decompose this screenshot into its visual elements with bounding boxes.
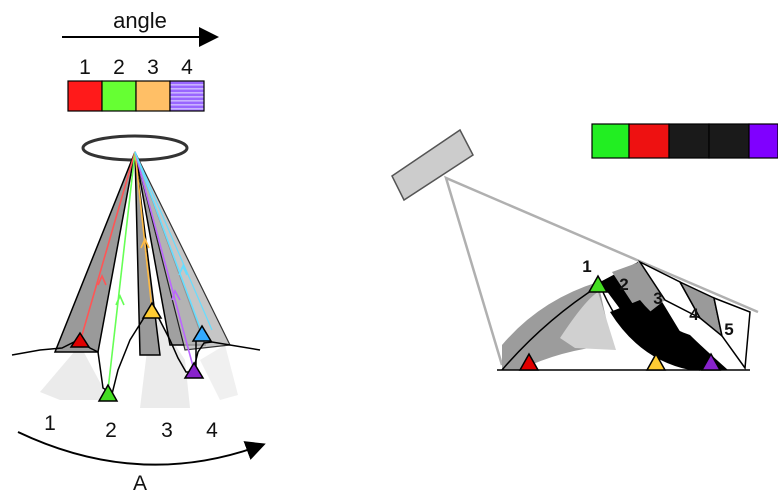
beam-1 bbox=[53, 151, 136, 353]
arc-label-a: A bbox=[133, 472, 147, 495]
bottom-label-1: 1 bbox=[44, 412, 56, 435]
target-purple bbox=[183, 361, 205, 379]
ray-cyan-2 bbox=[134, 151, 213, 331]
ray-red bbox=[79, 151, 136, 343]
ray-cyan-arrow bbox=[178, 264, 188, 276]
ray-orange bbox=[134, 151, 153, 311]
ray-purple bbox=[134, 151, 195, 371]
target-green bbox=[97, 383, 119, 402]
bar-swatch-red bbox=[628, 123, 670, 159]
lower-wedge-1 bbox=[40, 345, 103, 400]
lower-wedge-4 bbox=[200, 345, 238, 400]
segment-5 bbox=[712, 296, 751, 371]
bottom-label-2: 2 bbox=[105, 419, 117, 442]
scan-arc-arrow bbox=[17, 431, 266, 466]
bar-swatch-black-2 bbox=[708, 123, 750, 159]
right-diagram: 1 2 3 4 5 bbox=[391, 123, 778, 371]
bar-swatch-green bbox=[591, 123, 630, 159]
legend-swatch-red bbox=[67, 80, 103, 112]
angle-label: angle bbox=[113, 8, 167, 33]
segment-label-2: 2 bbox=[619, 275, 628, 294]
legend-number-2: 2 bbox=[113, 56, 125, 79]
segment-2 bbox=[612, 262, 665, 318]
right-target-green bbox=[587, 274, 609, 293]
target-yellow bbox=[141, 301, 163, 319]
target-red bbox=[69, 331, 91, 348]
legend-number-4: 4 bbox=[181, 56, 193, 79]
ray-cyan bbox=[134, 151, 203, 334]
beam-cone bbox=[444, 175, 759, 366]
left-diagram: angle 1 2 3 4 bbox=[11, 8, 266, 495]
bar-swatch-purple bbox=[748, 123, 778, 159]
transducer bbox=[391, 128, 474, 202]
segment-label-5: 5 bbox=[724, 320, 733, 339]
ray-green-arrow bbox=[115, 294, 125, 306]
legend-swatch-purple bbox=[169, 80, 205, 112]
legend-swatch-green bbox=[101, 80, 137, 112]
bottom-label-3: 3 bbox=[161, 419, 173, 442]
segment-label-4: 4 bbox=[689, 305, 699, 324]
right-target-red bbox=[518, 352, 540, 371]
segment-label-3: 3 bbox=[653, 289, 662, 308]
segment-label-1: 1 bbox=[582, 257, 591, 276]
legend-number-1: 1 bbox=[79, 56, 91, 79]
legend-swatch-orange bbox=[135, 80, 171, 112]
arc-left bbox=[501, 284, 601, 371]
ray-green bbox=[107, 151, 136, 391]
ray-purple-arrow bbox=[171, 289, 181, 301]
region-light-gray bbox=[560, 292, 616, 350]
ray-orange-arrow bbox=[140, 237, 150, 249]
legend-number-3: 3 bbox=[147, 56, 159, 79]
beam-5 bbox=[134, 151, 231, 351]
arc-right bbox=[599, 284, 701, 371]
right-target-purple bbox=[700, 352, 722, 371]
right-target-yellow bbox=[645, 352, 667, 371]
target-blue bbox=[191, 324, 213, 342]
region-black bbox=[610, 300, 728, 370]
bar-swatch-black-1 bbox=[668, 123, 710, 159]
bottom-label-4: 4 bbox=[206, 419, 218, 442]
ray-red-arrow bbox=[97, 274, 107, 286]
